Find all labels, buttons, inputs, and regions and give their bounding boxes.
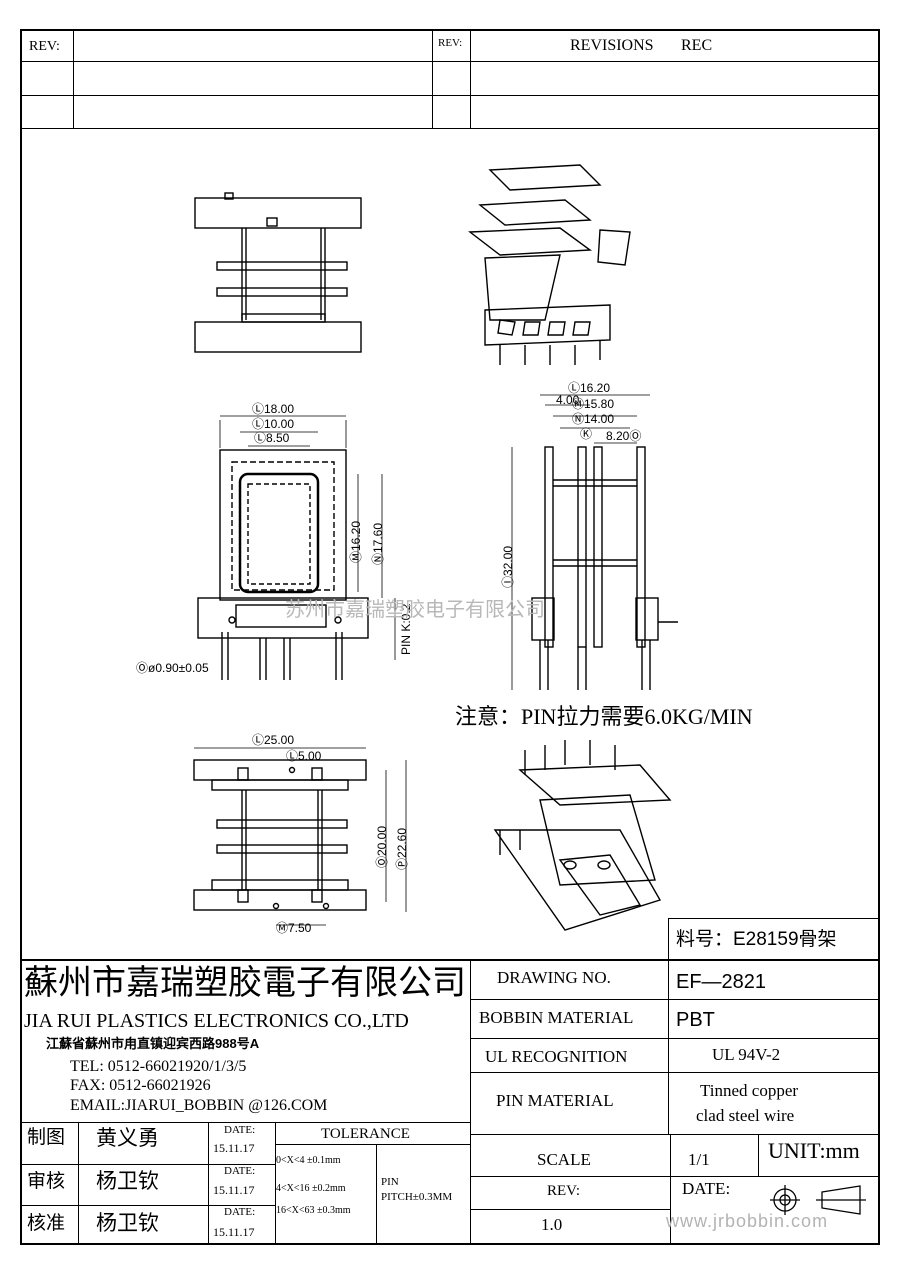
signoff-role-1: 制图	[27, 1126, 66, 1148]
watermark: 苏州市嘉瑞塑胶电子有限公司	[285, 599, 545, 621]
dim-side-w4: Ⓝ14.00	[572, 412, 615, 426]
signoff-date-label-2: DATE:	[224, 1165, 256, 1177]
signoff-date-label-1: DATE:	[224, 1124, 256, 1136]
dim-side-w1: Ⓛ16.20	[568, 381, 611, 395]
signoff-date-3: 15.11.17	[213, 1225, 255, 1239]
pin-material-label: PIN MATERIAL	[496, 1091, 614, 1110]
company-name-cn: 蘇州市嘉瑞塑胶電子有限公司	[24, 963, 466, 1003]
revisions-label: REVISIONS	[570, 37, 654, 54]
tolerance-row-3: 16<X<63 ±0.3mm	[276, 1205, 351, 1216]
pin-material-line1: Tinned copper	[700, 1081, 799, 1100]
tolerance-pin-label: PIN	[381, 1176, 399, 1188]
dim-bottom-width: Ⓛ25.00	[252, 733, 295, 747]
company-tel: TEL: 0512-66021920/1/3/5	[70, 1058, 247, 1075]
dim-front-h1: Ⓜ16.20	[349, 520, 363, 563]
dim-pin-diameter: Ⓞø0.90±0.05	[136, 661, 209, 675]
dim-bottom-h2: Ⓟ22.60	[395, 827, 409, 870]
unit-label: UNIT:mm	[768, 1138, 860, 1163]
dim-front-h2: Ⓝ17.60	[371, 522, 385, 565]
tolerance-title: TOLERANCE	[321, 1126, 410, 1142]
signoff-role-3: 核准	[27, 1212, 66, 1234]
drawing-frame	[20, 29, 880, 1245]
dim-side-w6: 8.20Ⓞ	[606, 429, 642, 443]
signoff-name-3: 杨卫钦	[96, 1211, 159, 1235]
signoff-date-1: 15.11.17	[213, 1141, 255, 1155]
dim-side-w2: 4.00	[556, 393, 580, 407]
pin-tension-note: 注意：PIN拉力需要6.0KG/MIN	[455, 704, 753, 729]
dim-bottom-pin: Ⓜ7.50	[276, 921, 312, 935]
signoff-name-1: 黄义勇	[96, 1126, 159, 1150]
website-watermark: www.jrbobbin.com	[666, 1211, 829, 1231]
dim-side-w5: Ⓚ	[580, 427, 593, 441]
signoff-role-2: 审核	[27, 1170, 66, 1192]
rev-value: 1.0	[541, 1215, 563, 1234]
pin-material-line2: clad steel wire	[696, 1106, 795, 1125]
dim-bottom-h1: Ⓞ20.00	[375, 825, 389, 868]
dim-front-top-width: Ⓛ18.00	[252, 402, 295, 416]
rev-label-mid: REV:	[438, 37, 463, 49]
tolerance-row-2: 4<X<16 ±0.2mm	[276, 1183, 346, 1194]
tolerance-row-1: 0<X<4 ±0.1mm	[276, 1155, 341, 1166]
company-email: EMAIL:JIARUI_BOBBIN @126.COM	[70, 1097, 328, 1114]
scale-label: SCALE	[537, 1150, 591, 1169]
dim-side-h: Ⓘ32.00	[501, 545, 515, 588]
dim-front-inner2: Ⓛ8.50	[254, 431, 290, 445]
bobbin-material: PBT	[676, 1009, 715, 1031]
bobbin-material-label: BOBBIN MATERIAL	[479, 1008, 634, 1027]
dim-front-inner1: Ⓛ10.00	[252, 417, 295, 431]
signoff-name-2: 杨卫钦	[96, 1169, 159, 1193]
rec-label: REC	[681, 37, 713, 54]
drawing-no-label: DRAWING NO.	[497, 968, 611, 987]
signoff-date-label-3: DATE:	[224, 1206, 256, 1218]
signoff-date-2: 15.11.17	[213, 1183, 255, 1197]
date-label: DATE:	[682, 1179, 731, 1198]
company-address: 江蘇省蘇州市甪直镇迎宾西路988号A	[46, 1036, 260, 1051]
ul-recognition-label: UL RECOGNITION	[485, 1047, 628, 1066]
company-fax: FAX: 0512-66021926	[70, 1077, 211, 1094]
company-name-en: JIA RUI PLASTICS ELECTRONICS CO.,LTD	[24, 1010, 409, 1032]
drawing-no: EF—2821	[676, 971, 767, 993]
dim-bottom-pitch: Ⓛ5.00	[286, 749, 322, 763]
tolerance-pin-pitch: PITCH±0.3MM	[381, 1191, 453, 1203]
dim-side-w3: Ⓜ15.80	[572, 397, 615, 411]
rev-label: REV:	[547, 1183, 581, 1199]
ul-recognition-value: UL 94V-2	[712, 1045, 781, 1064]
scale-value: 1/1	[688, 1150, 710, 1169]
rev-label-left: REV:	[29, 39, 60, 54]
part-number: 料号：E28159骨架	[676, 929, 837, 950]
